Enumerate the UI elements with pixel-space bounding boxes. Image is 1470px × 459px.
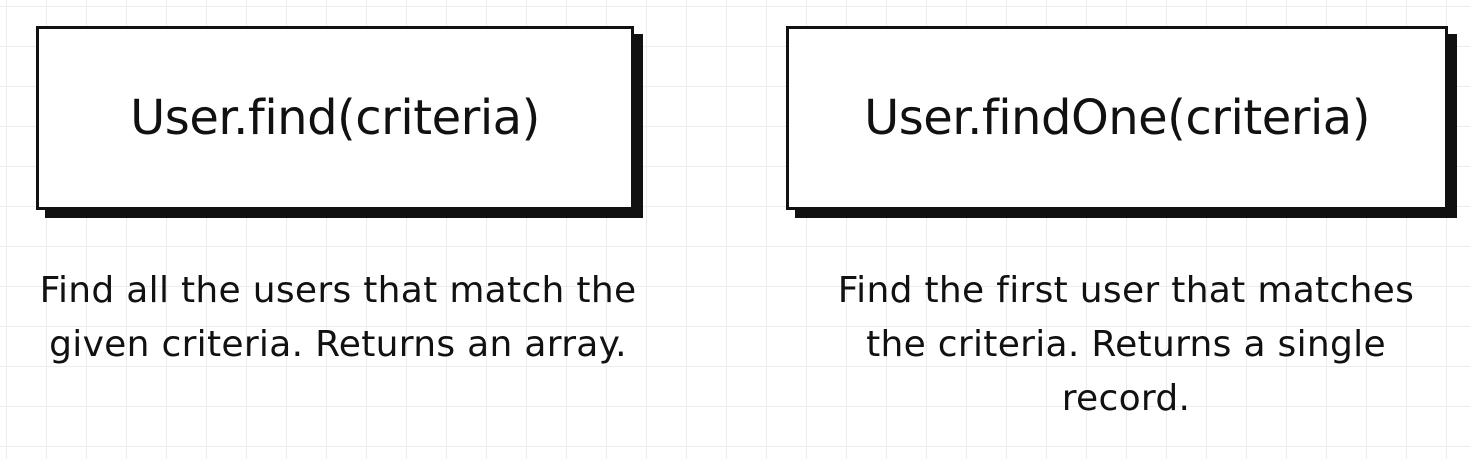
find-method-label: User.find(criteria) xyxy=(130,90,540,146)
findone-method-box: User.findOne(criteria) xyxy=(786,26,1448,210)
findone-method-description: Find the first user that matches the cri… xyxy=(837,270,1415,419)
findone-method-label: User.findOne(criteria) xyxy=(864,90,1370,146)
find-method-description: Find all the users that match the given … xyxy=(39,270,637,365)
find-method-box: User.find(criteria) xyxy=(36,26,634,210)
